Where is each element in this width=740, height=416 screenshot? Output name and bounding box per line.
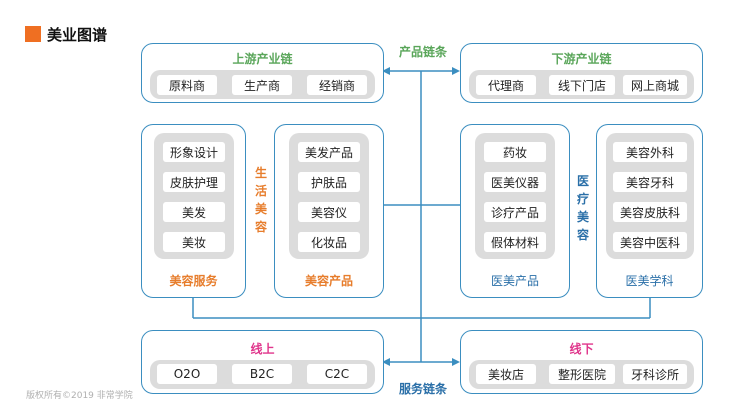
medical-science-item-dermatology: 美容皮肤科 bbox=[613, 202, 687, 222]
beauty-product-label: 美容产品 bbox=[304, 274, 353, 288]
medical-beauty-label: 医疗美容 bbox=[576, 174, 589, 242]
service-chain-label: 服务链条 bbox=[398, 382, 447, 396]
arrow-left-head bbox=[382, 67, 390, 75]
offline-item-dental-clinic: 牙科诊所 bbox=[623, 364, 687, 384]
page-title: 美业图谱 bbox=[47, 26, 108, 44]
online-item-b2c: B2C bbox=[232, 364, 292, 384]
downstream-item-offline-store: 线下门店 bbox=[549, 75, 615, 95]
downstream-item-agent: 代理商 bbox=[476, 75, 536, 95]
medical-product-item-implant: 假体材料 bbox=[484, 232, 546, 252]
online-item-c2c: C2C bbox=[307, 364, 367, 384]
beauty-service-item-skin-care: 皮肤护理 bbox=[163, 172, 225, 192]
medical-science-label: 医美学科 bbox=[625, 274, 674, 288]
medical-science-item-tcm: 美容中医科 bbox=[613, 232, 687, 252]
online-item-o2o: O2O bbox=[157, 364, 217, 384]
beauty-service-item-makeup: 美妆 bbox=[163, 232, 225, 252]
beauty-product-item-beauty-device: 美容仪 bbox=[298, 202, 360, 222]
upstream-label: 上游产业链 bbox=[232, 52, 293, 66]
upstream-item-distributor: 经销商 bbox=[307, 75, 367, 95]
medical-product-label: 医美产品 bbox=[490, 274, 539, 288]
copyright-text: 版权所有©2019 非常学院 bbox=[26, 391, 133, 401]
medical-product-item-diagnostic: 诊疗产品 bbox=[484, 202, 546, 222]
offline-label: 线下 bbox=[569, 342, 594, 356]
medical-science-item-dentistry: 美容牙科 bbox=[613, 172, 687, 192]
online-label: 线上 bbox=[250, 342, 275, 356]
arrow-right-head bbox=[452, 67, 460, 75]
offline-item-makeup-store: 美妆店 bbox=[476, 364, 536, 384]
beauty-service-label: 美容服务 bbox=[169, 274, 218, 288]
beauty-product-item-cosmetics: 化妆品 bbox=[298, 232, 360, 252]
offline-item-plastic-hospital: 整形医院 bbox=[549, 364, 615, 384]
life-beauty-label: 生活美容 bbox=[254, 166, 267, 234]
product-chain-label: 产品链条 bbox=[398, 45, 447, 59]
beauty-product-item-skin-products: 护肤品 bbox=[298, 172, 360, 192]
beauty-service-item-image-design: 形象设计 bbox=[163, 142, 225, 162]
downstream-item-online-mall: 网上商城 bbox=[623, 75, 687, 95]
beauty-service-item-hair: 美发 bbox=[163, 202, 225, 222]
medical-product-item-medical-device: 医美仪器 bbox=[484, 172, 546, 192]
downstream-label: 下游产业链 bbox=[551, 52, 612, 66]
beauty-product-item-hair-products: 美发产品 bbox=[298, 142, 360, 162]
medical-science-item-surgery: 美容外科 bbox=[613, 142, 687, 162]
upstream-item-manufacturer: 生产商 bbox=[232, 75, 292, 95]
title-marker bbox=[25, 26, 41, 42]
medical-product-item-cosmeceutical: 药妆 bbox=[484, 142, 546, 162]
upstream-item-raw-material: 原料商 bbox=[157, 75, 217, 95]
